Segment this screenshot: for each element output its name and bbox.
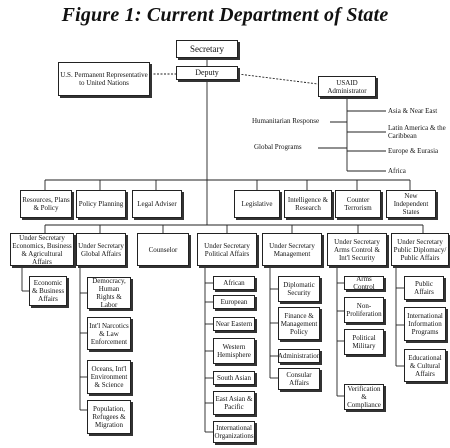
deputy-box: Deputy <box>176 66 238 80</box>
child-economic-business: Economic & Business Affairs <box>29 276 67 306</box>
usaid-label: USAID Administrator <box>327 78 367 95</box>
child-diplomatic-security: Diplomatic Security <box>278 276 320 302</box>
mid-resources: Resources, Plans & Policy <box>20 190 72 218</box>
figure-title: Figure 1: Current Department of State <box>61 4 389 26</box>
us-global: Under Secretary Global Affairs <box>76 233 126 266</box>
us-political: Under Secretary Political Affairs <box>197 233 257 266</box>
child-non-proliferation: Non-Proliferation <box>344 297 384 323</box>
us-arms-control: Under Secretary Arms Control & Int'l Sec… <box>327 233 387 266</box>
child-south-asian: South Asian <box>213 371 255 385</box>
child-oceans: Oceans, Int'l Environment & Science <box>87 360 131 394</box>
humanitarian-response: Humanitarian Response <box>252 117 320 125</box>
child-international-orgs: International Organizations <box>213 421 255 443</box>
region-asia: Asia & Near East <box>388 107 438 115</box>
mid-legislative: Legislative <box>234 190 280 218</box>
child-international-information: International Information Programs <box>404 307 446 341</box>
child-western-hemisphere: Western Hemisphere <box>213 338 255 364</box>
child-arms-control: Arms Control <box>344 275 384 291</box>
region-europe: Europe & Eurasia <box>388 147 439 155</box>
mid-policy-planning: Policy Planning <box>76 190 126 218</box>
child-finance-management: Finance & Management Policy <box>278 307 320 340</box>
child-administration: Administration <box>278 349 320 363</box>
child-verification: Verification & Compliance <box>344 384 384 410</box>
mid-legal-adviser: Legal Adviser <box>132 190 182 218</box>
secretary-box: Secretary <box>176 40 238 58</box>
usaid-box: USAID Administrator <box>318 76 376 97</box>
region-latin-america: Latin America & the Caribbean <box>388 124 446 140</box>
counselor: Counselor <box>137 233 189 266</box>
child-educational-cultural: Educational & Cultural Affairs <box>404 349 446 382</box>
child-near-eastern: Near Eastern <box>213 317 255 331</box>
us-economics: Under Secretary Economics, Business & Ag… <box>10 233 74 266</box>
child-democracy: Democracy, Human Rights & Labor <box>87 277 131 309</box>
child-east-asian: East Asian & Pacific <box>213 391 255 415</box>
child-european: European <box>213 295 255 309</box>
child-consular: Consular Affairs <box>278 368 320 390</box>
region-africa: Africa <box>388 167 406 175</box>
child-public-affairs: Public Affairs <box>404 276 444 300</box>
child-population: Population, Refugees & Migration <box>87 400 131 434</box>
us-management: Under Secretary Management <box>262 233 322 266</box>
child-african: African <box>213 276 255 290</box>
us-rep-box: U.S. Permanent Representative to United … <box>58 62 150 96</box>
mid-new-independent-states: New Independent States <box>386 190 436 218</box>
deputy-label: Deputy <box>195 68 219 77</box>
us-public-diplomacy: Under Secretary Public Diplomacy/ Public… <box>391 233 449 266</box>
mid-counter-terrorism: Counter Terrorism <box>335 190 381 218</box>
child-political-military: Political Military <box>344 329 384 355</box>
mid-intelligence: Intelligence & Research <box>284 190 332 218</box>
us-rep-label: U.S. Permanent Representative to United … <box>60 71 148 87</box>
secretary-label: Secretary <box>190 44 224 54</box>
child-narcotics: Int'l Narcotics & Law Enforcement <box>87 317 131 350</box>
global-programs: Global Programs <box>254 143 302 151</box>
